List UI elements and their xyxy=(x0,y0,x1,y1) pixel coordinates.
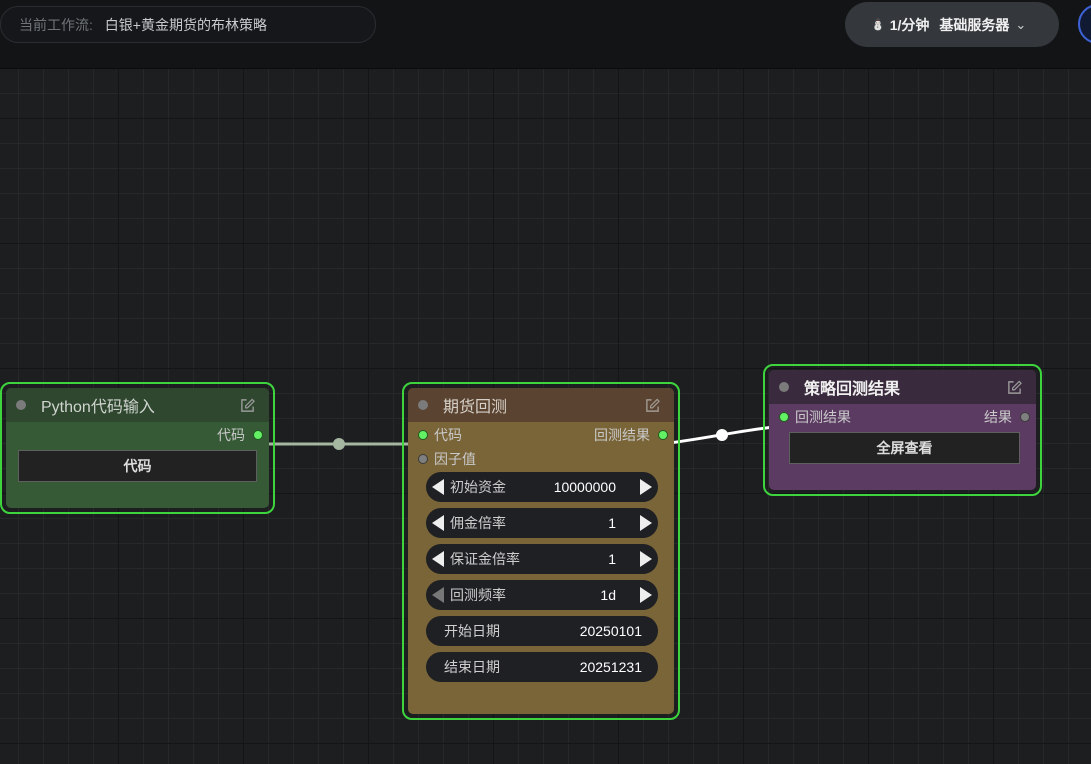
server-label: 基础服务器 xyxy=(939,16,1010,33)
widget-label: 初始资金 xyxy=(450,479,506,495)
rate-label: 1/分钟 xyxy=(889,16,930,33)
increment-arrow-icon[interactable] xyxy=(640,551,652,567)
port-row-result: 回测结果 结果 xyxy=(769,404,1036,428)
increment-arrow-icon[interactable] xyxy=(640,515,652,531)
top-bar: 当前工作流: 白银+黄金期货的布林策略 ⛄ 1/分钟 基础服务器 ⌄ xyxy=(0,0,1091,69)
widget-backtest-frequency[interactable]: 回测频率 1d xyxy=(426,580,658,610)
widget-initial-capital[interactable]: 初始资金 10000000 xyxy=(426,472,658,502)
output-pin[interactable] xyxy=(253,430,263,440)
widget-value: 1 xyxy=(608,515,616,531)
edit-icon[interactable] xyxy=(645,398,660,413)
widget-label: 开始日期 xyxy=(444,623,500,639)
node-header[interactable]: 策略回测结果 xyxy=(769,370,1036,404)
input-label: 回测结果 xyxy=(795,409,851,425)
widget-value: 10000000 xyxy=(553,479,616,495)
node-header[interactable]: Python代码输入 xyxy=(6,388,269,422)
output-pin[interactable] xyxy=(1020,412,1030,422)
edit-icon[interactable] xyxy=(1007,380,1022,395)
link-code-midpoint[interactable] xyxy=(333,438,345,450)
widget-end-date[interactable]: 结束日期 20251231 xyxy=(426,652,658,682)
widget-margin-multiplier[interactable]: 保证金倍率 1 xyxy=(426,544,658,574)
node-strategy-result[interactable]: 策略回测结果 回测结果 结果 全屏查看 xyxy=(763,364,1042,496)
input-pin-code[interactable] xyxy=(418,430,428,440)
node-futures-backtest[interactable]: 期货回测 代码 回测结果 因子值 初始资金 10000000 xyxy=(402,382,680,720)
widget-value: 1 xyxy=(608,551,616,567)
port-row-code: 代码 回测结果 xyxy=(408,422,674,446)
status-dot xyxy=(779,382,789,392)
input-pin-result[interactable] xyxy=(779,412,789,422)
node-title: 策略回测结果 xyxy=(804,381,901,398)
port-row-factor: 因子值 xyxy=(408,446,674,470)
widget-value: 20251231 xyxy=(579,659,642,675)
widget-value: 1d xyxy=(600,587,616,603)
node-title: 期货回测 xyxy=(443,399,508,416)
node-python-code-input[interactable]: Python代码输入 代码 代码 xyxy=(0,382,275,514)
coin-stack-icon: ⛄ xyxy=(871,19,885,31)
input-pin-factor[interactable] xyxy=(418,454,428,464)
fullscreen-button-label: 全屏查看 xyxy=(876,440,933,456)
decrement-arrow-icon[interactable] xyxy=(432,479,444,495)
input-label-code: 代码 xyxy=(434,427,462,443)
current-workflow-box[interactable]: 当前工作流: 白银+黄金期货的布林策略 xyxy=(0,6,376,43)
widget-commission-multiplier[interactable]: 佣金倍率 1 xyxy=(426,508,658,538)
node-title: Python代码输入 xyxy=(41,399,155,416)
decrement-arrow-icon[interactable] xyxy=(432,515,444,531)
widget-start-date[interactable]: 开始日期 20250101 xyxy=(426,616,658,646)
widget-value: 20250101 xyxy=(579,623,642,639)
code-button-label: 代码 xyxy=(123,458,152,474)
code-edit-button[interactable]: 代码 xyxy=(18,450,257,482)
increment-arrow-icon[interactable] xyxy=(640,479,652,495)
output-label: 代码 xyxy=(217,427,245,443)
increment-arrow-icon[interactable] xyxy=(640,587,652,603)
node-header[interactable]: 期货回测 xyxy=(408,388,674,422)
status-dot xyxy=(16,400,26,410)
workflow-label: 当前工作流: xyxy=(19,17,93,33)
output-pin-result[interactable] xyxy=(658,430,668,440)
decrement-arrow-icon[interactable] xyxy=(432,587,444,603)
widget-label: 保证金倍率 xyxy=(450,551,520,567)
widget-label: 结束日期 xyxy=(444,659,500,675)
widget-label: 回测频率 xyxy=(450,587,506,603)
output-label: 回测结果 xyxy=(594,427,650,443)
link-result-midpoint[interactable] xyxy=(716,429,728,441)
fullscreen-view-button[interactable]: 全屏查看 xyxy=(789,432,1020,464)
status-dot xyxy=(418,400,428,410)
widget-list: 初始资金 10000000 佣金倍率 1 保证金倍率 1 回测频率 1d xyxy=(408,472,674,682)
workflow-name: 白银+黄金期货的布林策略 xyxy=(104,17,267,33)
widget-label: 佣金倍率 xyxy=(450,515,506,531)
edit-icon[interactable] xyxy=(240,398,255,413)
output-label: 结果 xyxy=(984,409,1012,425)
server-selector-button[interactable]: ⛄ 1/分钟 基础服务器 ⌄ xyxy=(845,2,1059,47)
decrement-arrow-icon[interactable] xyxy=(432,551,444,567)
input-label-factor: 因子值 xyxy=(434,451,476,467)
chevron-down-icon: ⌄ xyxy=(1015,16,1027,32)
output-port-row: 代码 xyxy=(6,422,269,446)
